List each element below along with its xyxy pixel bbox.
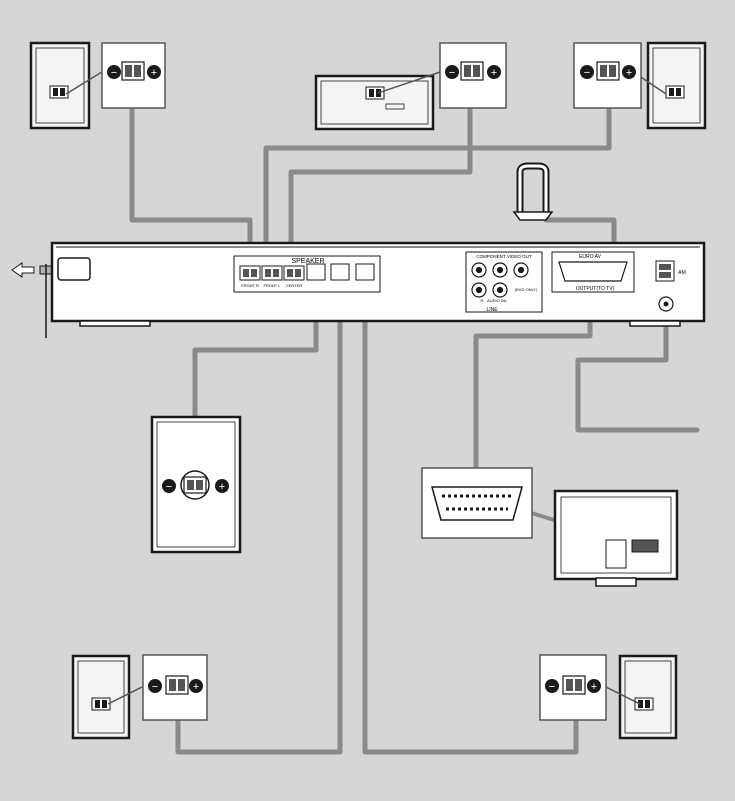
svg-text:+: + [591,681,597,693]
svg-text:−: − [166,481,172,493]
front-left-speaker [29,41,91,130]
plus-icon: + [622,65,636,79]
component-video-jacks [471,262,529,298]
front-right-terminal [239,265,261,281]
output-to-tv-label: OUTPUT(TO TV) [576,286,615,292]
r-channel-label: R [481,298,484,303]
svg-text:−: − [152,681,158,693]
subwoofer: − + [150,415,242,554]
svg-text:+: + [193,681,199,693]
plus-icon: + [215,479,229,493]
svg-text:−: − [584,67,590,79]
svg-text:−: − [449,67,455,79]
center-speaker [314,74,435,131]
surround-left-jack [330,263,350,281]
plus-icon: + [147,65,161,79]
speaker-section-label: SPEAKER [291,258,324,265]
am-antenna-terminal [655,260,675,282]
front-right-cable [263,85,612,265]
svg-text:+: + [491,67,497,79]
front-left-terminal [261,265,283,281]
l-channel-label: L [505,298,508,303]
center-label: CENTER [286,283,303,288]
minus-icon: − [445,65,459,79]
svg-text:+: + [626,67,632,79]
front-right-label: FRONT R [241,283,259,288]
mains-socket [57,257,91,281]
svg-text:+: + [151,67,157,79]
audio-in-label: AUDIO IN [487,298,505,303]
surround-left-terminal-panel: − + [142,654,208,721]
fm-antenna-cable [575,309,700,433]
center-terminal-panel: − + [439,42,507,109]
line-label: LINE [486,307,498,313]
minus-icon: − [148,679,162,693]
minus-icon: − [107,65,121,79]
surround-right-speaker [618,654,678,740]
surround-left-speaker [71,654,131,740]
av-receiver: SPEAKER FRONT R FRONT L CENTER COMPONENT… [50,241,706,327]
front-right-speaker [646,41,707,130]
center-callout-line [377,69,447,94]
center-cable [288,85,473,265]
loop-antenna-icon [512,162,554,221]
tv-icon [553,489,679,587]
svg-text:+: + [219,481,225,493]
plus-icon: + [189,679,203,693]
surround-right-terminal-panel: − + [539,654,607,721]
svg-text:−: − [111,67,117,79]
minus-icon: − [580,65,594,79]
component-video-label: COMPONENT VIDEO OUT [476,254,531,259]
fm-antenna-socket [658,296,674,312]
plus-icon: + [587,679,601,693]
scart-plug-icon [421,467,533,539]
center-terminal [283,265,305,281]
minus-icon: − [162,479,176,493]
front-left-label: FRONT L [263,283,281,288]
svg-text:−: − [549,681,555,693]
minus-icon: − [545,679,559,693]
am-label: AM [678,270,686,276]
euro-av-label: EURO AV [579,254,602,260]
front-right-terminal-panel: − + [573,42,642,109]
subwoofer-jack [306,263,326,281]
scart-socket [558,261,628,282]
dvd-only-label: (DVD ONLY) [515,287,538,292]
arrow-left-icon [11,262,35,278]
front-left-terminal-panel: − + [101,42,166,109]
front-left-cable [129,85,253,265]
surround-right-jack [355,263,375,281]
plus-icon: + [487,65,501,79]
